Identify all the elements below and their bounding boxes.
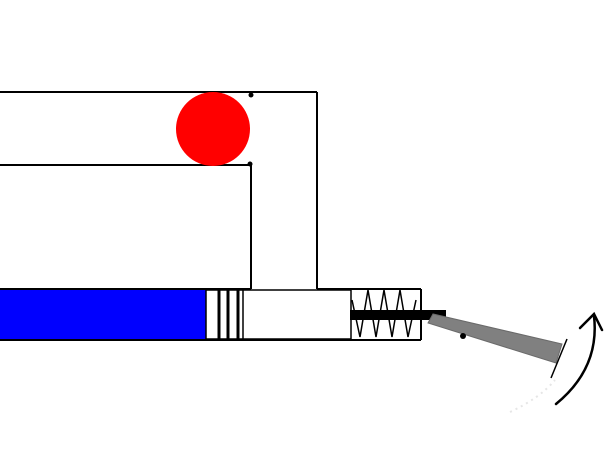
pivot-dot-lower [247, 161, 253, 167]
lever [427, 313, 568, 379]
piston-rod [350, 310, 446, 320]
passage-outline [0, 91, 422, 341]
piston-body [205, 289, 352, 340]
motion-trail [509, 379, 556, 413]
arrow-head [578, 311, 604, 332]
piston [205, 289, 352, 340]
red-ball [176, 92, 250, 166]
curved-arrow-icon [554, 311, 604, 406]
coil-spring-icon [351, 289, 417, 338]
lever-end-cap [550, 338, 568, 379]
lever-pivot [460, 333, 466, 339]
pivot-dot-upper [248, 92, 254, 98]
lever-arm [427, 313, 563, 364]
blue-fluid [0, 290, 206, 339]
arrow-curve [554, 314, 596, 406]
